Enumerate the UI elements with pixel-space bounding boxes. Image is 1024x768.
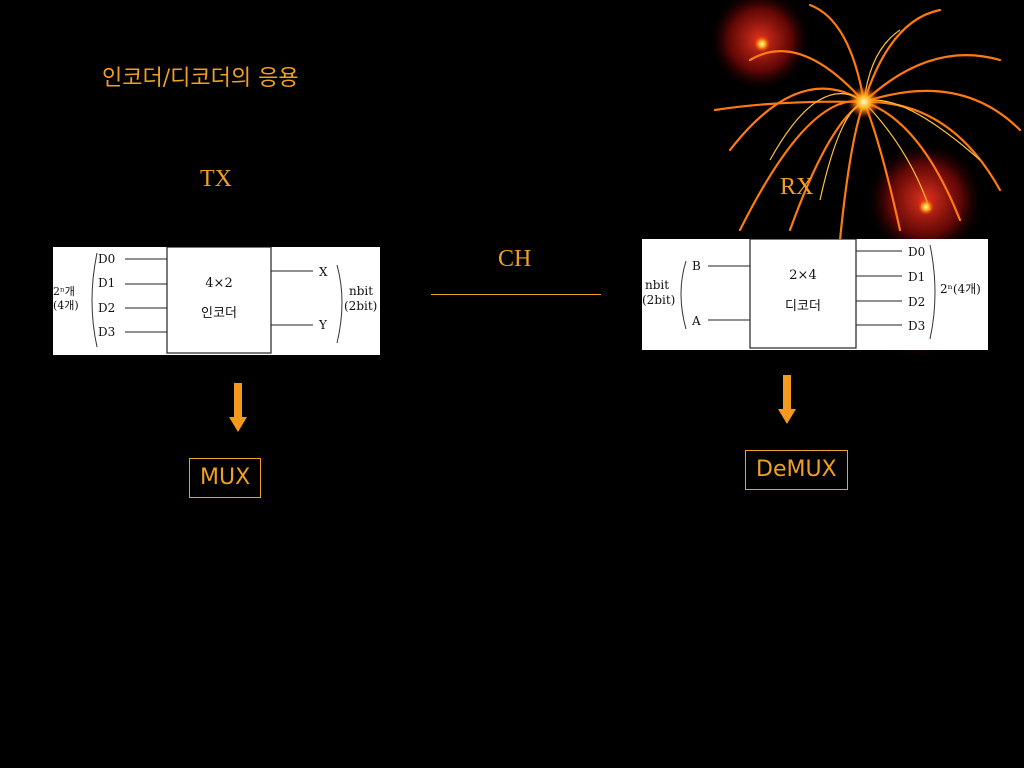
decoder-output-d3: D3 [908,319,925,333]
encoder-right-group-line2: (2bit) [344,299,377,313]
arrow-down-icon [778,375,796,424]
decoder-output-d0: D0 [908,245,925,259]
decoder-input-b: B [692,259,701,273]
encoder-input-d2: D2 [98,301,115,315]
ch-label: CH [498,246,532,272]
encoder-left-group-line1: 2ⁿ개 [53,285,75,298]
mux-box: MUX [189,458,262,498]
encoder-block-name: 인코더 [201,306,237,321]
encoder-input-d3: D3 [98,325,115,339]
slide-title: 인코더/디코더의 응용 [102,66,299,91]
decoder-block-size: 2×4 [789,268,816,283]
arrow-down-icon [229,383,247,432]
decoder-left-group-line1: nbit [645,278,669,292]
decoder-input-a: A [691,314,701,328]
rx-label: RX [780,174,814,200]
demux-box: DeMUX [745,450,848,490]
decoder-output-d1: D1 [908,270,925,284]
encoder-output-x: X [319,265,328,279]
encoder-output-y: Y [318,318,328,332]
encoder-block-size: 4×2 [205,276,232,291]
tx-label: TX [200,166,232,192]
encoder-left-group-line2: (4개) [53,299,79,312]
decoder-left-group-line2: (2bit) [642,293,675,307]
decoder-diagram: nbit (2bit) B A 2×4 디코더 D0 D1 D2 D3 2ⁿ(4 [642,238,988,350]
encoder-right-group-line1: nbit [349,284,373,298]
decoder-block-name: 디코더 [785,299,821,314]
decoder-right-group: 2ⁿ(4개) [940,282,981,296]
decoder-output-d2: D2 [908,295,925,309]
channel-line [431,294,601,295]
encoder-input-d1: D1 [98,276,115,290]
encoder-diagram: 2ⁿ개 (4개) D0 D1 D2 D3 4×2 인코더 X Y [53,246,380,355]
encoder-input-d0: D0 [98,252,115,266]
